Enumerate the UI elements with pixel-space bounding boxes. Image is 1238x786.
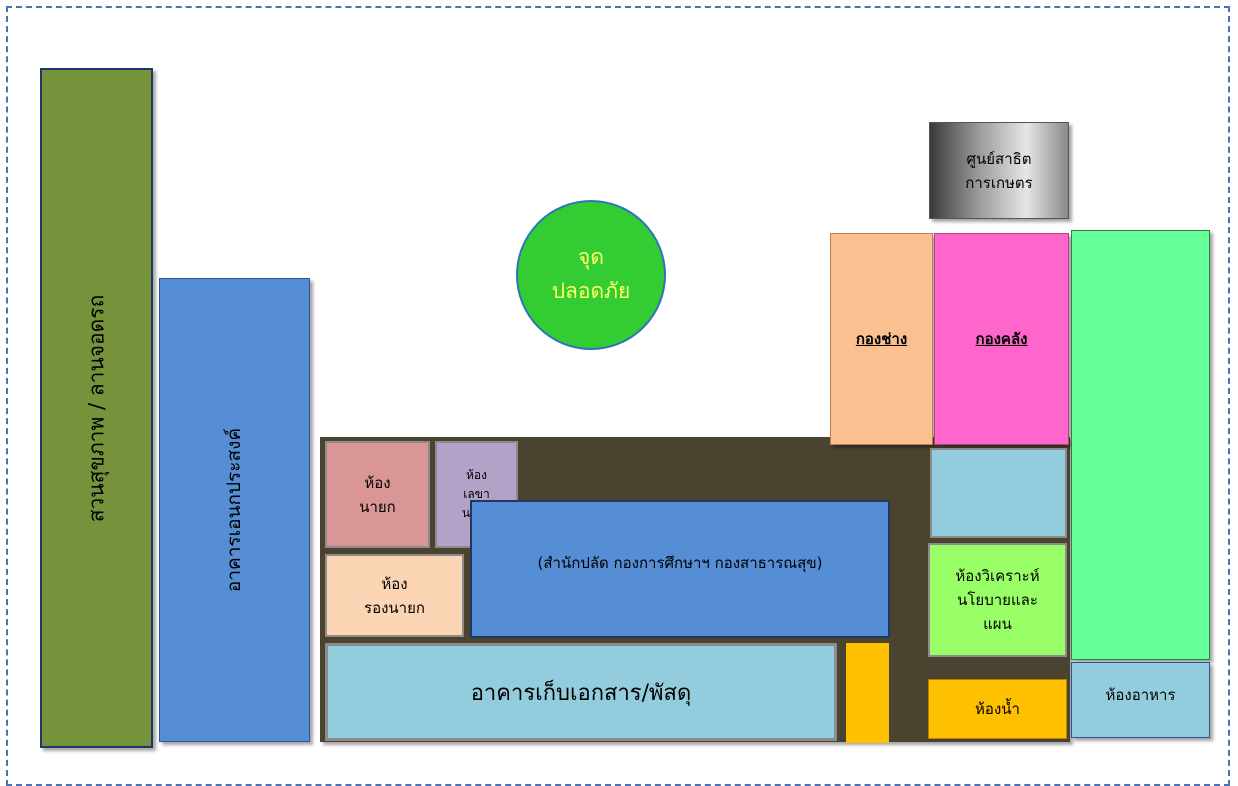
secretary-room-line1: ห้อง	[466, 467, 487, 482]
canteen-label: ห้องอาหาร	[1105, 686, 1176, 704]
mayor-room-line2: นายก	[359, 497, 396, 516]
unlabeled-room-block	[930, 448, 1067, 538]
restroom-label: ห้องน้ำ	[975, 700, 1020, 718]
finance-division-label: กองคลัง	[975, 330, 1028, 348]
mayor-room-block: ห้อง นายก	[325, 441, 430, 548]
multi-purpose-building: อาคารเอนกประสงค์	[159, 278, 310, 742]
policy-analysis-line2: นโยบายและ	[957, 591, 1038, 609]
agri-center-line1: ศูนย์สาธิต	[966, 149, 1032, 168]
engineering-division-block: กองช่าง	[830, 233, 933, 445]
restroom-block: ห้องน้ำ	[928, 679, 1067, 739]
deputy-mayor-room-line1: ห้อง	[381, 574, 408, 593]
engineering-division-label: กองช่าง	[855, 330, 908, 348]
deputy-mayor-room-line2: รองนายก	[364, 598, 425, 617]
policy-analysis-line1: ห้องวิเคราะห์	[955, 567, 1040, 585]
park-parking-block: สวนสุขภาพ / ลานจอดรถ	[40, 68, 153, 748]
safe-point-line2: ปลอดภัย	[551, 279, 631, 303]
green-hall-block	[1071, 230, 1210, 660]
mayor-room-line1: ห้อง	[364, 473, 391, 492]
offices-label: (สำนักปลัด กองการศึกษาฯ กองสาธารณสุข)	[537, 554, 823, 572]
finance-division-block: กองคลัง	[934, 233, 1069, 445]
policy-analysis-room-block: ห้องวิเคราะห์ นโยบายและ แผน	[928, 543, 1067, 657]
deputy-mayor-room-block: ห้อง รองนายก	[325, 554, 464, 637]
policy-analysis-line3: แผน	[983, 615, 1012, 633]
safe-point-line1: จุด	[578, 245, 604, 270]
secretary-room-line2: เลขา	[463, 486, 490, 501]
agri-center-block: ศูนย์สาธิต การเกษตร	[929, 122, 1069, 219]
orange-strip	[846, 643, 889, 743]
canteen-block: ห้องอาหาร	[1071, 662, 1210, 738]
agri-center-line2: การเกษตร	[965, 173, 1033, 192]
park-parking-label: สวนสุขภาพ / ลานจอดรถ	[84, 294, 109, 522]
storage-building-block: อาคารเก็บเอกสาร/พัสดุ	[325, 643, 837, 741]
safe-point-circle: จุด ปลอดภัย	[516, 200, 666, 350]
storage-building-label: อาคารเก็บเอกสาร/พัสดุ	[470, 680, 692, 706]
multi-purpose-label: อาคารเอนกประสงค์	[223, 427, 246, 593]
offices-block: (สำนักปลัด กองการศึกษาฯ กองสาธารณสุข)	[470, 500, 890, 638]
